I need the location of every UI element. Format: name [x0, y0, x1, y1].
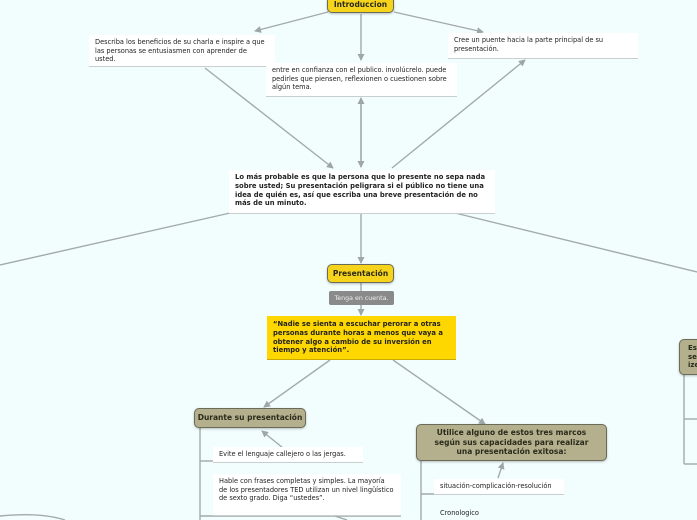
marco-item-1-text: situación-complicación-resolución: [440, 482, 552, 490]
link-quote-marcos: [392, 359, 486, 425]
topic-introduccion[interactable]: Introduccion: [327, 0, 394, 13]
link-intro-left: [254, 11, 329, 33]
link-main-offright: [454, 212, 697, 273]
link-intro-right: [393, 11, 484, 35]
intro-note-center-text: entre en confianza con el publico. invol…: [272, 66, 447, 92]
topic-durante-label: Durante su presentación: [197, 413, 303, 423]
durante-note-2[interactable]: Hable con frases completas y simples. La…: [213, 474, 401, 516]
main-note-text: Lo más probable es que la persona que lo…: [235, 173, 486, 208]
durante-note-2-text: Hable con frases completas y simples. La…: [219, 477, 394, 503]
link-item1-marcos: [497, 462, 505, 479]
tenga-label-text: Tenga en cuenta.: [334, 294, 389, 302]
link-note2-note1: [334, 515, 348, 520]
durante-note-1-text: Evite el lenguaje callejero o las jergas…: [219, 450, 346, 458]
marco-item-2[interactable]: Cronologico: [440, 509, 479, 517]
intro-note-center[interactable]: entre en confianza con el publico. invol…: [266, 63, 457, 97]
intro-note-right-text: Cree un puente hacia la parte principal …: [454, 36, 604, 53]
link-quote-durante: [263, 359, 331, 408]
intro-note-left[interactable]: Describa los beneficios de su charla e i…: [89, 35, 275, 67]
topic-marcos[interactable]: Utilice alguno de estos tres marcos segú…: [416, 424, 607, 461]
topic-presentacion-label: Presentación: [332, 268, 389, 278]
topic-right-partial[interactable]: Es se ize: [679, 339, 697, 375]
link-note1-durante: [261, 430, 284, 449]
topic-right-partial-label: Es se ize: [688, 343, 697, 370]
link-left-main: [204, 67, 334, 169]
topic-presentacion[interactable]: Presentación: [327, 264, 394, 283]
link-main-offleft: [0, 212, 231, 266]
topic-introduccion-label: Introduccion: [333, 0, 388, 9]
link-bottom-left-curve: [0, 513, 66, 520]
durante-note-1[interactable]: Evite el lenguaje callejero o las jergas…: [213, 447, 363, 463]
topic-durante[interactable]: Durante su presentación: [194, 408, 306, 428]
marco-item-1[interactable]: situación-complicación-resolución: [434, 479, 564, 495]
marco-item-2-text: Cronologico: [440, 509, 479, 517]
quote-note-text: “Nadie se sienta a escuchar perorar a ot…: [273, 320, 443, 355]
intro-note-left-text: Describa los beneficios de su charla e i…: [95, 38, 265, 64]
topic-marcos-label: Utilice alguno de estos tres marcos segú…: [434, 428, 589, 457]
tenga-label[interactable]: Tenga en cuenta.: [329, 291, 394, 305]
link-main-right: [391, 59, 526, 169]
quote-note[interactable]: “Nadie se sienta a escuchar perorar a ot…: [267, 316, 456, 360]
main-note[interactable]: Lo más probable es que la persona que lo…: [229, 170, 495, 214]
intro-note-right[interactable]: Cree un puente hacia la parte principal …: [448, 33, 638, 59]
